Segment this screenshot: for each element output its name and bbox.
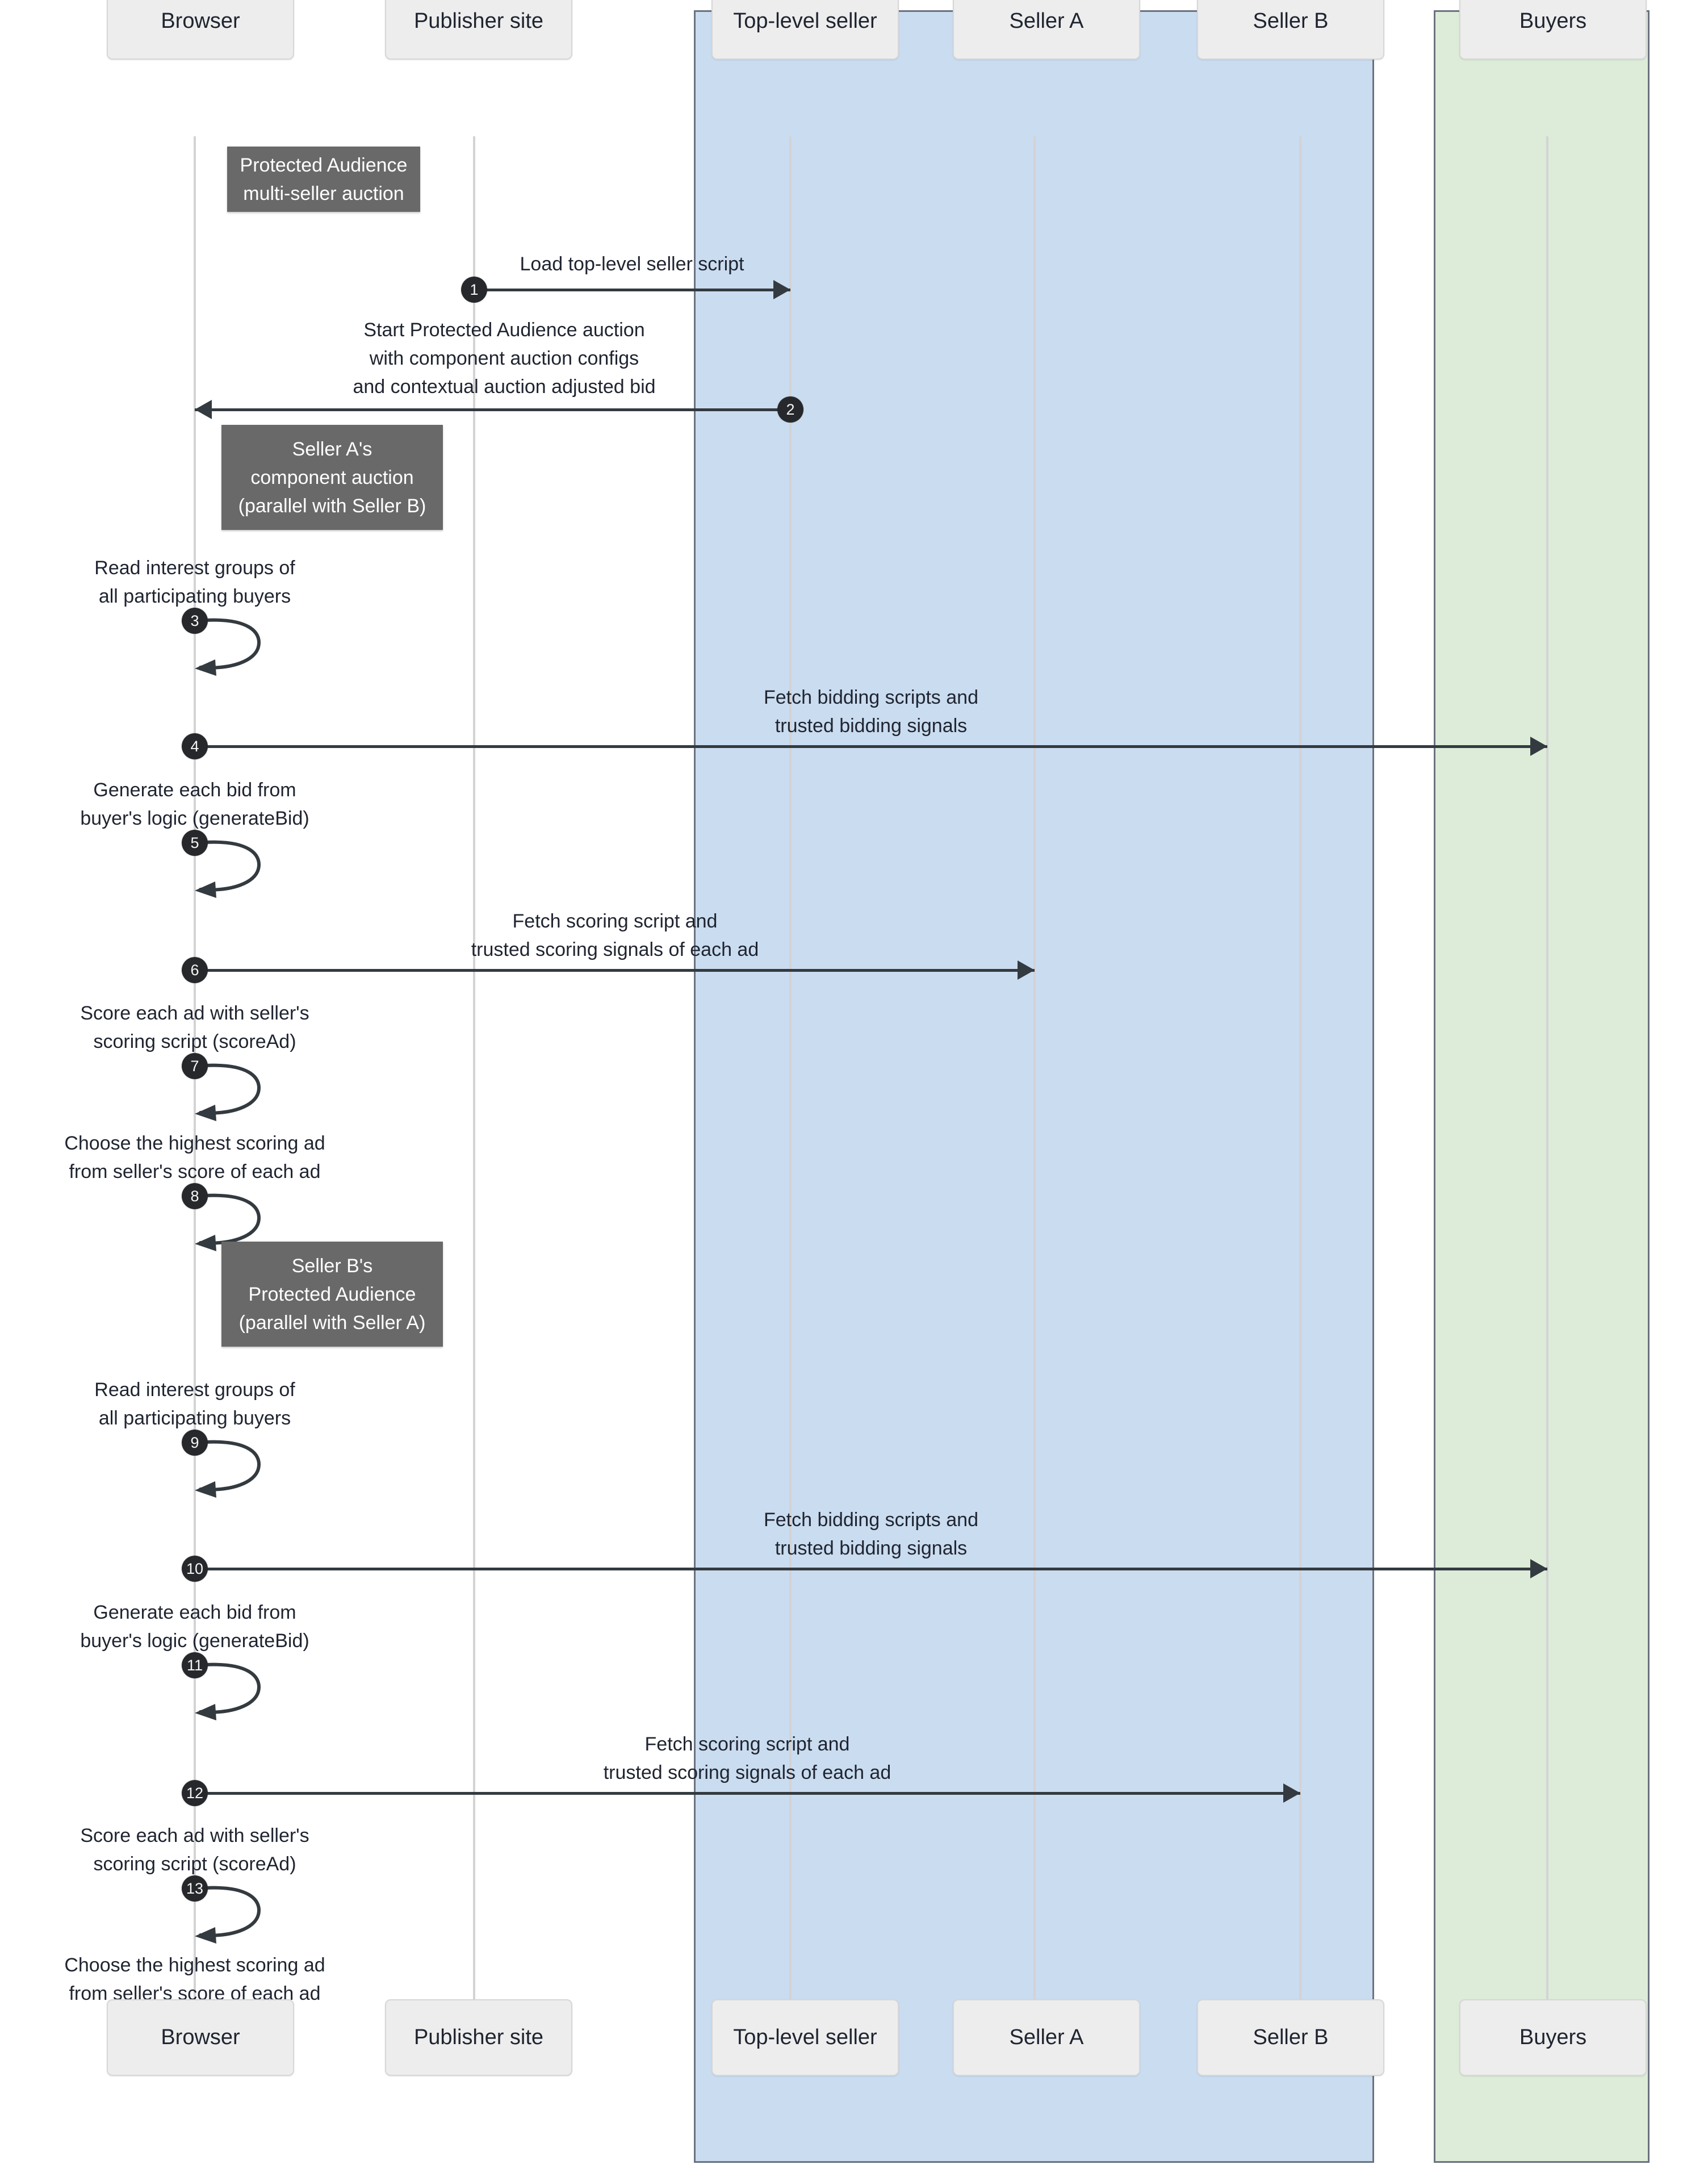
sequence-number-2: 2 [777, 396, 803, 423]
message-label-7: Score each ad with seller's scoring scri… [80, 1002, 309, 1052]
sequence-number-1: 1 [461, 277, 487, 303]
arrow-head-12 [1283, 1783, 1300, 1803]
sequence-number-8: 8 [182, 1183, 208, 1209]
participant-buyers-bottom[interactable]: Buyers [1459, 1999, 1647, 2076]
sequence-number-6: 6 [182, 957, 208, 983]
participant-sellera-bottom[interactable]: Seller A [953, 1999, 1140, 2076]
participant-sellera-top[interactable]: Seller A [953, 0, 1140, 60]
participant-label-browser: Browser [161, 9, 240, 33]
note-seller-a-component-auction-line-2: component auction [250, 466, 414, 488]
arrow-head-2 [195, 400, 212, 419]
self-message-13 [195, 1885, 269, 1948]
sequence-number-12: 12 [182, 1780, 208, 1806]
participant-label-sellerb: Seller B [1253, 2025, 1329, 2049]
self-message-11 [195, 1662, 269, 1724]
sequence-number-13: 13 [182, 1875, 208, 1902]
arrow-head-6 [1018, 960, 1035, 980]
message-label-5: Generate each bid from buyer's logic (ge… [80, 779, 309, 829]
participant-browser-top[interactable]: Browser [107, 0, 294, 60]
participant-label-topseller: Top-level seller [733, 2025, 877, 2049]
note-seller-b-protected-audience-line-1: Seller B's [291, 1255, 373, 1277]
lifeline-sellera [1033, 136, 1036, 2076]
self-message-7 [195, 1063, 269, 1125]
participant-publisher-bottom[interactable]: Publisher site [385, 1999, 572, 2076]
message-line-2 [195, 408, 790, 411]
note-multi-seller-auction-line-1: Protected Audience [240, 154, 408, 176]
note-multi-seller-auction: Protected Audience multi-seller auction [227, 147, 420, 212]
group-box-buyers: Buyers [1434, 10, 1650, 2163]
message-label-9: Read interest groups of all participatin… [94, 1379, 295, 1429]
lifeline-buyers [1546, 136, 1548, 2076]
lifeline-publisher [473, 136, 475, 2076]
self-message-3 [195, 617, 269, 680]
message-label-11: Generate each bid from buyer's logic (ge… [80, 1602, 309, 1652]
participant-label-buyers: Buyers [1519, 9, 1587, 33]
message-line-1 [474, 289, 790, 291]
message-line-10 [195, 1568, 1547, 1570]
participant-label-buyers: Buyers [1519, 2025, 1587, 2049]
participant-browser-bottom[interactable]: Browser [107, 1999, 294, 2076]
message-label-3: Read interest groups of all participatin… [94, 557, 295, 607]
self-message-5 [195, 839, 269, 902]
sequence-number-4: 4 [182, 733, 208, 759]
participant-publisher-top[interactable]: Publisher site [385, 0, 572, 60]
message-line-12 [195, 1792, 1300, 1795]
participant-topseller-bottom[interactable]: Top-level seller [711, 1999, 899, 2076]
participant-buyers-top[interactable]: Buyers [1459, 0, 1647, 60]
note-multi-seller-auction-line-2: multi-seller auction [243, 182, 404, 204]
participant-label-publisher: Publisher site [413, 2025, 544, 2049]
lifeline-sellerb [1299, 136, 1301, 2076]
arrow-head-10 [1530, 1559, 1547, 1578]
sequence-number-7: 7 [182, 1053, 208, 1079]
message-label-13: Score each ad with seller's scoring scri… [80, 1825, 309, 1875]
note-seller-a-component-auction-line-1: Seller A's [292, 438, 372, 460]
message-line-4 [195, 745, 1547, 748]
participant-label-publisher: Publisher site [413, 9, 544, 33]
arrow-head-4 [1530, 737, 1547, 756]
participant-label-sellera: Seller A [1009, 9, 1084, 33]
sequence-number-11: 11 [182, 1652, 208, 1678]
sequence-number-3: 3 [182, 608, 208, 634]
note-seller-b-protected-audience-line-3: (parallel with Seller A) [238, 1311, 426, 1334]
note-seller-b-protected-audience-line-2: Protected Audience [248, 1283, 416, 1305]
sequence-number-9: 9 [182, 1430, 208, 1456]
self-message-9 [195, 1439, 269, 1502]
participant-sellerb-top[interactable]: Seller B [1197, 0, 1384, 60]
participant-label-browser: Browser [161, 2025, 240, 2049]
sequence-number-5: 5 [182, 830, 208, 856]
note-seller-a-component-auction-line-3: (parallel with Seller B) [238, 495, 426, 517]
participant-sellerb-bottom[interactable]: Seller B [1197, 1999, 1384, 2076]
note-seller-a-component-auction: Seller A's component auction (parallel wit… [221, 425, 443, 530]
message-label-8: Choose the highest scoring ad from selle… [64, 1133, 325, 1183]
arrow-head-1 [773, 280, 790, 299]
participant-label-sellerb: Seller B [1253, 9, 1329, 33]
participant-label-sellera: Seller A [1009, 2025, 1084, 2049]
sequence-number-10: 10 [182, 1556, 208, 1582]
lifeline-topseller [789, 136, 792, 2076]
lifeline-browser [194, 136, 196, 2076]
participant-label-topseller: Top-level seller [733, 9, 877, 33]
message-line-6 [195, 969, 1035, 972]
participant-topseller-top[interactable]: Top-level seller [711, 0, 899, 60]
